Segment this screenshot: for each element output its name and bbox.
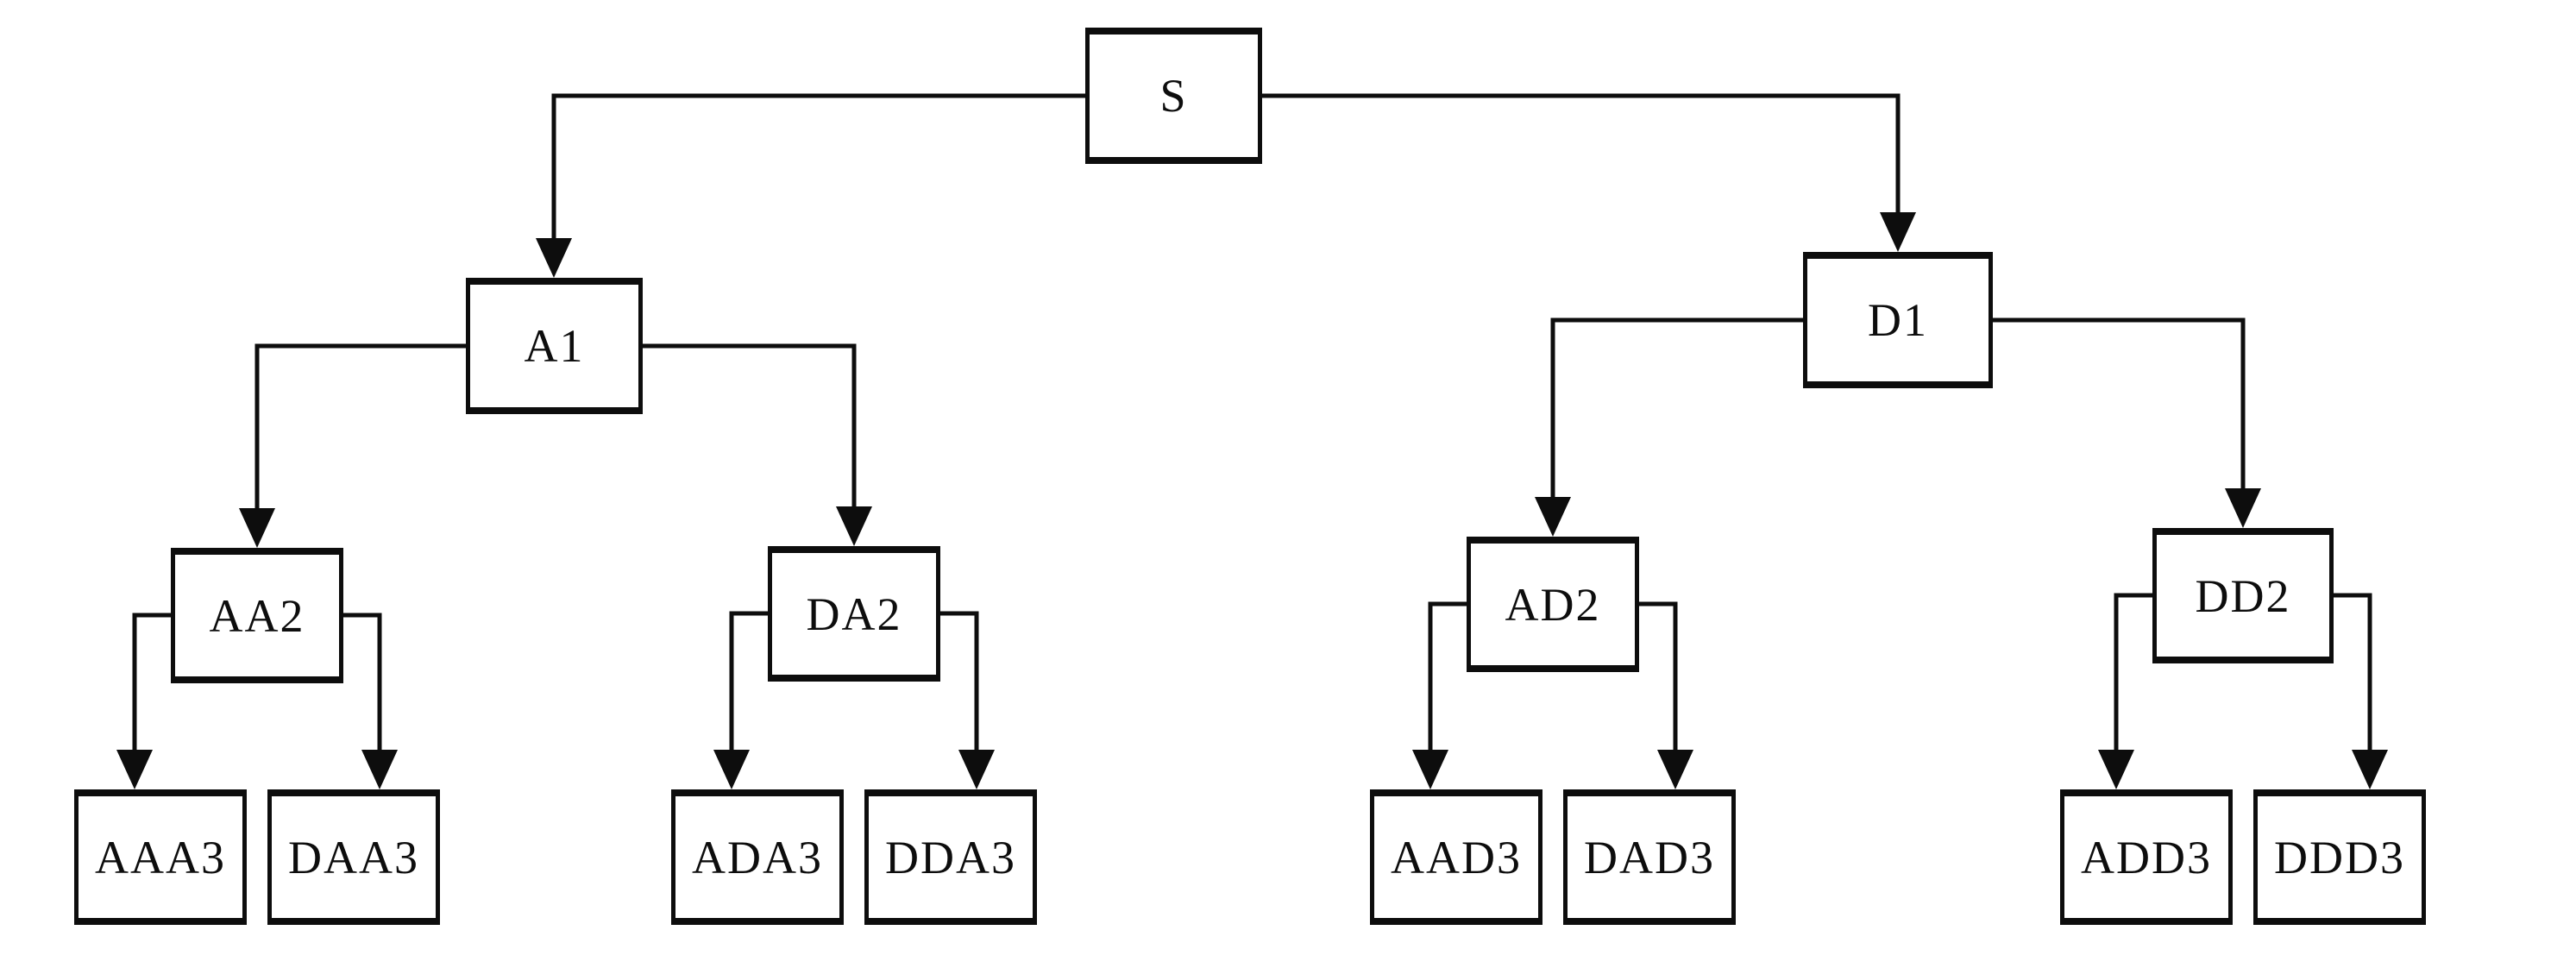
node-aad3-label: AAD3 bbox=[1391, 831, 1522, 883]
node-ddd3-label: DDD3 bbox=[2274, 831, 2405, 883]
connector-d1-ad2 bbox=[1550, 317, 1803, 499]
arrowhead-d1-ad2 bbox=[1535, 497, 1571, 537]
arrowhead-dd2-add3 bbox=[2098, 750, 2134, 789]
node-add3: ADD3 bbox=[2060, 789, 2233, 925]
connector-aa2-daa3 bbox=[343, 613, 382, 751]
node-d1: D1 bbox=[1803, 252, 1993, 388]
arrowhead-ad2-aad3 bbox=[1412, 750, 1448, 789]
arrowhead-aa2-daa3 bbox=[361, 750, 398, 789]
arrowhead-ad2-dad3 bbox=[1657, 750, 1693, 789]
arrowhead-dd2-ddd3 bbox=[2352, 750, 2388, 789]
node-ad2: AD2 bbox=[1467, 537, 1639, 672]
connector-aa2-aaa3 bbox=[132, 613, 171, 751]
arrowhead-a1-aa2 bbox=[239, 508, 275, 548]
node-s-label: S bbox=[1159, 70, 1188, 122]
node-dad3: DAD3 bbox=[1563, 789, 1736, 925]
connector-dd2-add3 bbox=[2114, 593, 2152, 751]
arrowhead-s-d1 bbox=[1880, 212, 1916, 252]
node-ddd3: DDD3 bbox=[2253, 789, 2426, 925]
node-daa3-label: DAA3 bbox=[288, 831, 419, 883]
node-da2: DA2 bbox=[768, 546, 940, 682]
connector-s-d1 bbox=[1262, 93, 1901, 214]
connector-da2-dda3 bbox=[940, 611, 979, 751]
connector-s-a1 bbox=[551, 93, 1085, 240]
node-ada3-label: ADA3 bbox=[692, 831, 823, 883]
node-dd2: DD2 bbox=[2152, 528, 2334, 663]
node-aa2-label: AA2 bbox=[209, 589, 305, 642]
node-da2-label: DA2 bbox=[806, 588, 902, 640]
arrowhead-d1-dd2 bbox=[2225, 488, 2261, 528]
node-s: S bbox=[1085, 28, 1262, 164]
node-aaa3-label: AAA3 bbox=[95, 831, 226, 883]
node-ad2-label: AD2 bbox=[1505, 578, 1601, 631]
arrowhead-da2-ada3 bbox=[713, 750, 750, 789]
node-daa3: DAA3 bbox=[267, 789, 440, 925]
connector-d1-dd2 bbox=[1993, 317, 2246, 490]
node-aad3: AAD3 bbox=[1370, 789, 1542, 925]
arrowhead-a1-da2 bbox=[836, 506, 872, 546]
node-aaa3: AAA3 bbox=[74, 789, 247, 925]
connector-ad2-aad3 bbox=[1428, 601, 1467, 751]
node-d1-label: D1 bbox=[1868, 294, 1928, 346]
connector-da2-ada3 bbox=[729, 611, 768, 751]
connector-a1-da2 bbox=[643, 343, 857, 508]
connector-dd2-ddd3 bbox=[2334, 593, 2372, 751]
node-dda3-label: DDA3 bbox=[885, 831, 1016, 883]
arrowhead-s-a1 bbox=[536, 238, 572, 278]
node-ada3: ADA3 bbox=[671, 789, 844, 925]
node-a1-label: A1 bbox=[524, 320, 585, 372]
node-aa2: AA2 bbox=[171, 548, 343, 683]
connector-ad2-dad3 bbox=[1639, 601, 1678, 751]
node-a1: A1 bbox=[466, 278, 643, 414]
node-dad3-label: DAD3 bbox=[1584, 831, 1715, 883]
node-dda3: DDA3 bbox=[864, 789, 1037, 925]
node-dd2-label: DD2 bbox=[2195, 569, 2291, 622]
arrowhead-da2-dda3 bbox=[958, 750, 995, 789]
connector-a1-aa2 bbox=[254, 343, 466, 510]
node-add3-label: ADD3 bbox=[2081, 831, 2212, 883]
arrowhead-aa2-aaa3 bbox=[116, 750, 153, 789]
